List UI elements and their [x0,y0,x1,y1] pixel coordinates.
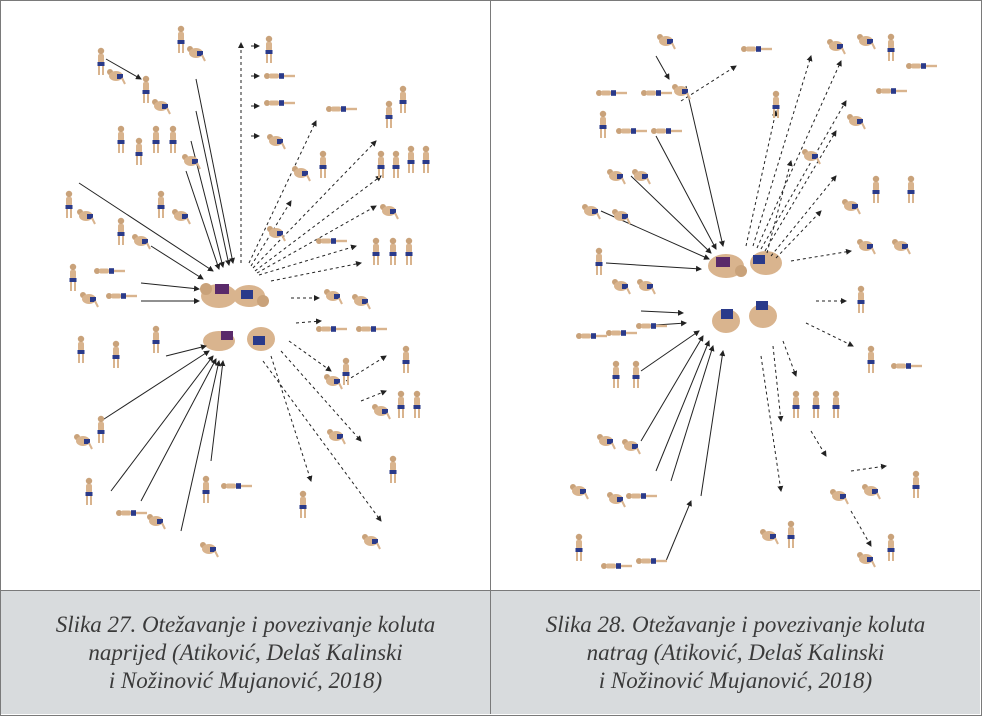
caption-line: Slika 27. Otežavanje i povezivanje kolut… [55,611,436,637]
figure-28-image [491,1,980,590]
caption-line: natrag (Atiković, Delaš Kalinski [586,639,885,665]
exercise-figures-28 [569,32,939,571]
caption-line: i Nožinović Mujanović, 2018) [108,667,383,693]
row-divider [0,590,980,591]
caption-line: i Nožinović Mujanović, 2018) [598,667,873,693]
caption-line: Slika 28. Otežavanje i povezivanje kolut… [545,611,926,637]
dashed-arrows [680,55,887,547]
caption-figure-27: Slika 27. Otežavanje i povezivanje kolut… [1,591,490,714]
figure-27-image [1,1,490,590]
column-divider [490,0,491,714]
caption-figure-28: Slika 28. Otežavanje i povezivanje kolut… [491,591,980,714]
center-backroll-figures [708,251,782,333]
dashed-arrows [238,42,387,522]
center-roll-figures [200,283,275,351]
caption-line: naprijed (Atiković, Delaš Kalinski [88,639,403,665]
solid-arrows [600,55,726,562]
